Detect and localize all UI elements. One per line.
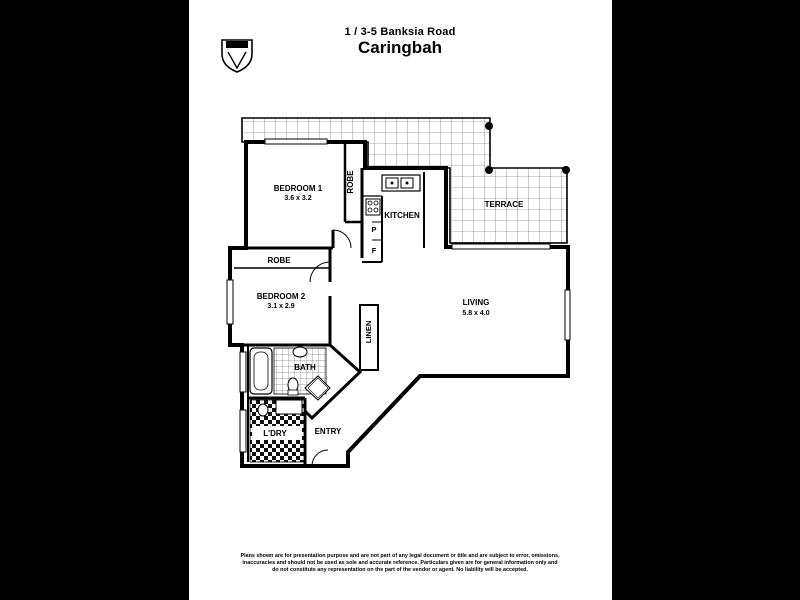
north-arrow-icon: NORTH xyxy=(221,39,253,73)
compass-label: NORTH xyxy=(227,43,247,49)
property-address: 1 / 3-5 Banksia Road xyxy=(344,26,456,38)
linen-label: LINEN xyxy=(364,321,373,344)
bedroom2-label: BEDROOM 2 xyxy=(257,292,306,301)
robe1-label: ROBE xyxy=(346,170,355,194)
bath-label: BATH xyxy=(294,363,316,372)
terrace-label: TERRACE xyxy=(485,200,524,209)
robe2-label: ROBE xyxy=(267,256,291,265)
windows xyxy=(226,138,571,453)
entry-label: ENTRY xyxy=(315,427,342,436)
living-label: LIVING xyxy=(463,298,490,307)
property-suburb: Caringbah xyxy=(357,38,443,57)
disclaimer-line-3: do not constitute any representation on … xyxy=(272,567,528,573)
disclaimer-line-1: Plans shown are for presentation purpose… xyxy=(240,553,560,559)
kitchen-fixtures xyxy=(365,174,421,216)
fridge-label: F xyxy=(372,246,377,255)
disclaimer-line-2: inaccuracies and should not be used as s… xyxy=(242,560,558,566)
bedroom1-label: BEDROOM 1 xyxy=(274,184,323,193)
bedroom2-size: 3.1 x 2.9 xyxy=(267,303,294,310)
disclaimer: Plans shown are for presentation purpose… xyxy=(210,553,590,574)
living-size: 5.8 x 4.0 xyxy=(462,310,489,317)
pantry-label: P xyxy=(371,225,376,234)
bathroom-fixtures xyxy=(249,346,331,401)
bedroom1-size: 3.6 x 3.2 xyxy=(284,195,311,202)
laundry-fixtures xyxy=(249,399,305,463)
laundry-label: L'DRY xyxy=(263,429,287,438)
kitchen-label: KITCHEN xyxy=(384,211,420,220)
